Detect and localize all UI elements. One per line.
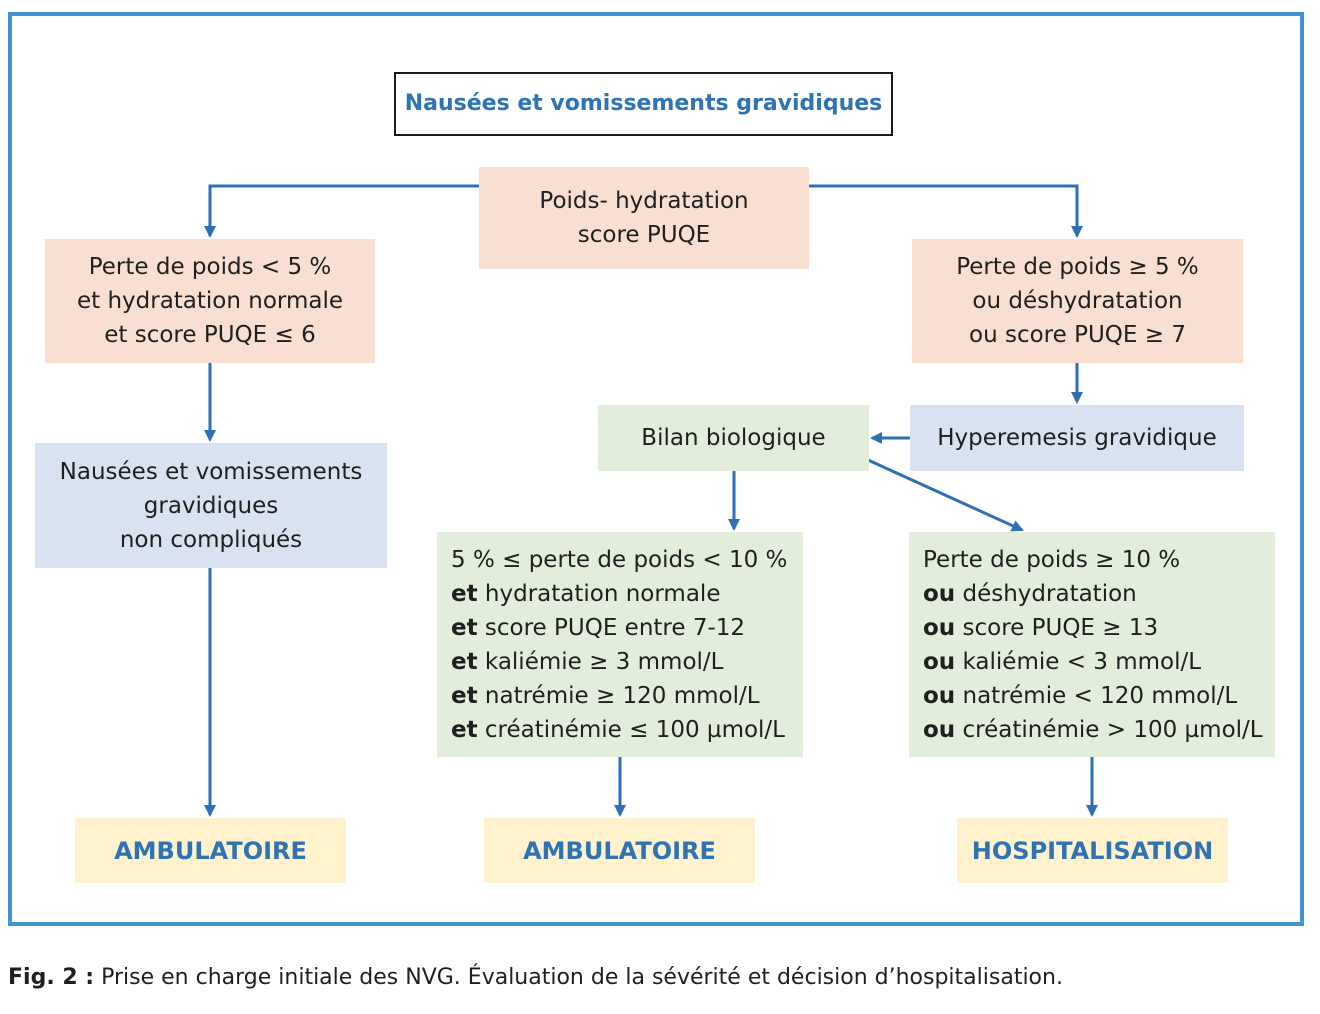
moderate-criteria-line: et créatinémie ≤ 100 µmol/L — [451, 716, 785, 743]
arrow-bilan-to-severe — [867, 458, 1024, 532]
outcome-text: AMBULATOIRE — [523, 836, 716, 865]
assessment-line: Poids- hydratation — [539, 188, 749, 214]
hyperemesis-box: Hyperemesis gravidique — [910, 405, 1244, 471]
uncomplicated-box: Nausées et vomissements gravidiques non … — [35, 443, 387, 568]
severe-criteria-box: Perte de poids ≥ 10 % ou déshydratation … — [909, 532, 1275, 757]
uncomplicated-line: gravidiques — [143, 492, 279, 519]
caption-text: Prise en charge initiale des NVG. Évalua… — [94, 965, 1063, 990]
figure-caption: Fig. 2 : Prise en charge initiale des NV… — [8, 965, 1063, 990]
uncomplicated-line: non compliqués — [119, 526, 303, 553]
right-criteria-line: ou score PUQE ≥ 7 — [969, 322, 1186, 348]
left-criteria-line: et score PUQE ≤ 6 — [104, 322, 316, 348]
arrow-assessment-to-left — [204, 184, 480, 238]
outcome-text: HOSPITALISATION — [971, 836, 1214, 865]
severe-criteria-line: ou créatinémie > 100 µmol/L — [923, 716, 1263, 743]
assessment-line: score PUQE — [577, 222, 711, 248]
left-criteria-line: Perte de poids < 5 % — [88, 254, 332, 280]
outcome-ambulatoire-left: AMBULATOIRE — [75, 818, 346, 883]
title-box: Nausées et vomissements gravidiques — [394, 72, 893, 136]
right-criteria-line: ou déshydratation — [972, 288, 1183, 314]
right-criteria-box: Perte de poids ≥ 5 % ou déshydratation o… — [912, 239, 1243, 363]
right-criteria-line: Perte de poids ≥ 5 % — [956, 254, 1199, 280]
title-text: Nausées et vomissements gravidiques — [404, 91, 883, 116]
bilan-text: Bilan biologique — [641, 425, 826, 451]
severe-criteria-line: ou déshydratation — [923, 580, 1137, 607]
severe-criteria-line: ou natrémie < 120 mmol/L — [923, 682, 1238, 709]
hyperemesis-text: Hyperemesis gravidique — [937, 425, 1217, 451]
moderate-criteria-line: et score PUQE entre 7-12 — [451, 614, 746, 641]
caption-label: Fig. 2 : — [8, 965, 95, 990]
severe-criteria-line: ou kaliémie < 3 mmol/L — [923, 648, 1202, 675]
moderate-criteria-box: 5 % ≤ perte de poids < 10 % et hydratati… — [437, 532, 803, 757]
uncomplicated-line: Nausées et vomissements — [59, 458, 363, 485]
severe-criteria-line: Perte de poids ≥ 10 % — [923, 546, 1181, 573]
bilan-box: Bilan biologique — [598, 405, 869, 471]
moderate-criteria-line: et hydratation normale — [451, 580, 721, 607]
outcome-ambulatoire-middle: AMBULATOIRE — [484, 818, 755, 883]
left-criteria-box: Perte de poids < 5 % et hydratation norm… — [45, 239, 375, 363]
moderate-criteria-line: et kaliémie ≥ 3 mmol/L — [451, 648, 724, 675]
moderate-criteria-line: 5 % ≤ perte de poids < 10 % — [451, 546, 788, 573]
moderate-criteria-line: et natrémie ≥ 120 mmol/L — [451, 682, 760, 709]
assessment-box: Poids- hydratation score PUQE — [479, 167, 809, 269]
diagram-frame — [8, 12, 1304, 926]
arrow-assessment-to-right — [808, 184, 1083, 238]
outcome-text: AMBULATOIRE — [114, 836, 307, 865]
outcome-hospitalisation: HOSPITALISATION — [957, 818, 1228, 883]
severe-criteria-line: ou score PUQE ≥ 13 — [923, 614, 1159, 641]
left-criteria-line: et hydratation normale — [76, 288, 344, 314]
